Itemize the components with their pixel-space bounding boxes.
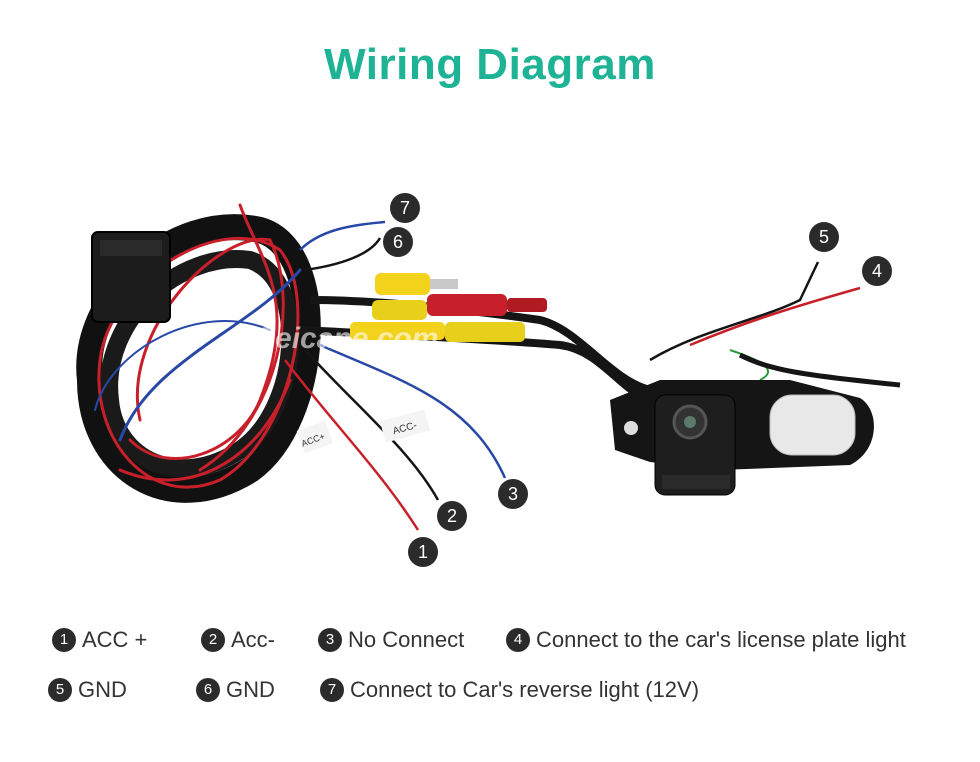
legend-number: 3	[318, 628, 342, 652]
legend-label: No Connect	[348, 627, 465, 652]
legend-label: Connect to Car's reverse light (12V)	[350, 677, 700, 702]
camera-unit	[610, 380, 874, 496]
marker-6: 6	[383, 227, 413, 257]
legend-number: 2	[201, 628, 225, 652]
legend-item-4: 4 Connect to the car's license plate lig…	[506, 627, 906, 653]
legend-item-3: 3 No Connect	[318, 627, 464, 653]
marker-5: 5	[809, 222, 839, 252]
marker-3: 3	[498, 479, 528, 509]
legend-label: ACC +	[82, 627, 148, 652]
legend-label: GND	[226, 677, 275, 702]
legend-number: 6	[196, 678, 220, 702]
legend-number: 5	[48, 678, 72, 702]
marker-2: 2	[437, 501, 467, 531]
legend-item-2: 2 Acc-	[201, 627, 275, 653]
marker-4: 4	[862, 256, 892, 286]
marker-1: 1	[408, 537, 438, 567]
marker-7: 7	[390, 193, 420, 223]
legend-item-1: 1 ACC +	[52, 627, 147, 653]
legend-number: 4	[506, 628, 530, 652]
yellow-rca-plug	[375, 273, 430, 295]
legend-item-6: 6 GND	[196, 677, 275, 703]
legend-label: Acc-	[231, 627, 275, 652]
page-title: Wiring Diagram	[324, 40, 656, 89]
legend-item-5: 5 GND	[48, 677, 127, 703]
legend-item-7: 7 Connect to Car's reverse light (12V)	[320, 677, 699, 703]
legend-label: Connect to the car's license plate light	[536, 627, 906, 652]
watermark: Seicane.com	[255, 322, 438, 355]
legend-number: 1	[52, 628, 76, 652]
legend-label: GND	[78, 677, 127, 702]
legend-number: 7	[320, 678, 344, 702]
